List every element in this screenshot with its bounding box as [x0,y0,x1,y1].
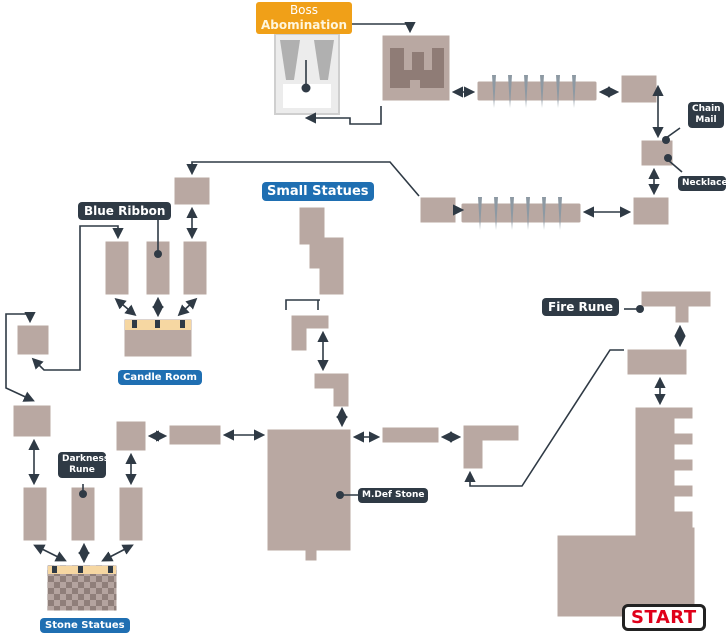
connectors [5,22,686,564]
darkness-rune-pin-icon [79,490,87,498]
room-nw-top [171,174,213,208]
room-east-bottom [630,194,672,228]
room-central-hall [264,426,354,564]
room-fire-rune [638,288,714,326]
chain-mail-pin-icon [662,136,670,144]
boss-shrine-room [274,33,340,115]
boss-pin-icon [301,83,311,93]
room-start-north [624,346,690,378]
room-west-junction [113,418,149,454]
start-label: START [622,604,706,631]
room-west-upper [14,322,52,358]
room-east-l [460,422,522,472]
boss-title: Boss [289,3,319,17]
candle-room-label: Candle Room [118,370,202,385]
blue-ribbon-label: Blue Ribbon [78,202,172,220]
boss-label: Boss Abomination [256,2,352,34]
necklace-label: Necklace [678,176,728,191]
room-blue-ribbon-left [102,238,132,298]
mdef-stone-pin-icon [336,491,344,499]
room-east-corridor [379,424,442,446]
small-statues-label: Small Statues [262,182,374,201]
room-statue-link [288,312,332,354]
necklace-pin-icon [664,154,672,162]
spike-corridor-bottom [458,197,584,230]
room-west-corridor [166,422,224,448]
room-west-of-spikes [417,194,459,226]
small-statues-room [296,204,347,298]
start-text: START [631,607,697,628]
chain-mail-label: Chain Mail [688,102,724,128]
room-sw-left [20,484,50,544]
fire-rune-label: Fire Rune [542,298,620,316]
boss-approach-room [379,32,453,104]
room-blue-ribbon-right [180,238,210,298]
boss-name: Abomination [261,18,348,32]
candle-room [121,316,195,360]
stone-statues-room [44,562,120,614]
room-east-top [618,72,660,106]
room-chain-mail [638,137,676,169]
room-west-lower [10,402,54,440]
blue-ribbon-pin-icon [154,250,162,258]
room-l-bend [311,370,352,410]
spike-corridor-top [474,75,600,108]
mdef-stone-label: M.Def Stone [358,488,429,503]
stone-statues-label: Stone Statues [40,618,130,633]
fire-rune-pin-icon [636,305,644,313]
item-pins [79,60,683,499]
darkness-rune-label: Darkness Rune [58,452,109,478]
room-start-tower [554,404,698,620]
room-sw-right [116,484,146,544]
